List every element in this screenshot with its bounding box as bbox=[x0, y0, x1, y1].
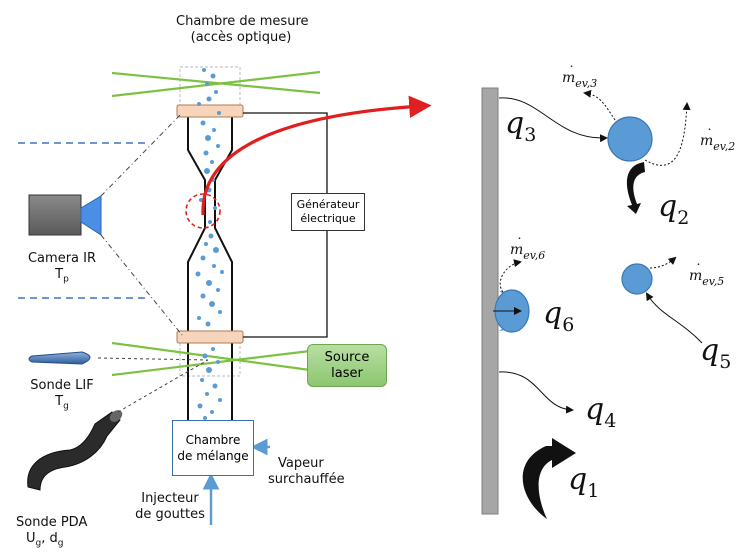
droplet-2 bbox=[607, 116, 653, 162]
droplet bbox=[203, 150, 209, 156]
pda-probe-line bbox=[117, 359, 209, 413]
droplet bbox=[208, 233, 214, 239]
droplet bbox=[218, 398, 222, 402]
droplet bbox=[205, 135, 211, 141]
droplet bbox=[216, 144, 220, 148]
q1-rotation-arrow bbox=[522, 438, 576, 519]
droplet bbox=[202, 68, 206, 72]
heat-flux-arrow bbox=[201, 95, 432, 216]
mixing-chamber-box: Chambre de mélange bbox=[172, 420, 254, 476]
droplet bbox=[205, 321, 211, 327]
droplet bbox=[214, 90, 218, 94]
q4-arrow bbox=[498, 371, 574, 414]
q1-label: q1 bbox=[568, 462, 600, 502]
m-ev5-label: m˙ev,5 bbox=[689, 262, 725, 288]
droplet bbox=[200, 255, 206, 261]
m6-arrow bbox=[499, 259, 522, 293]
droplet bbox=[197, 403, 203, 409]
generator-label-1: Générateur bbox=[296, 198, 360, 211]
measurement-chamber-label: Chambre de mesure (accès optique) bbox=[176, 14, 309, 45]
droplet bbox=[208, 220, 212, 224]
droplet bbox=[210, 160, 214, 164]
electrical-wire bbox=[243, 112, 328, 338]
droplet bbox=[197, 102, 201, 106]
droplet bbox=[197, 316, 201, 320]
steam-label: Vapeur surchauffée bbox=[268, 456, 345, 487]
droplet bbox=[195, 271, 201, 277]
m-ev3-label: m˙ev,3 bbox=[562, 64, 598, 90]
droplet bbox=[210, 410, 214, 414]
droplet bbox=[206, 367, 212, 373]
camera-ir-label: Camera IR Tp bbox=[27, 251, 96, 285]
droplet bbox=[216, 288, 220, 292]
lif-probe-line bbox=[97, 357, 209, 361]
laser-label-2: laser bbox=[331, 365, 363, 381]
droplet bbox=[212, 264, 216, 268]
heated-tube bbox=[187, 115, 233, 333]
droplet bbox=[206, 280, 212, 286]
droplet bbox=[212, 383, 218, 389]
injector-label: Injecteur de gouttes bbox=[135, 491, 205, 522]
droplet bbox=[212, 128, 216, 132]
droplet-5 bbox=[621, 263, 653, 295]
lif-probe-label: Sonde LIF Tg bbox=[30, 378, 94, 412]
droplet bbox=[210, 73, 216, 79]
droplet bbox=[205, 82, 209, 86]
mixing-label-1: Chambre bbox=[185, 433, 241, 447]
droplets-in-tube bbox=[195, 68, 224, 420]
droplet bbox=[200, 293, 206, 299]
droplet bbox=[204, 242, 208, 246]
droplet bbox=[203, 416, 207, 420]
q5-label: q5 bbox=[700, 333, 732, 373]
droplet bbox=[217, 111, 221, 115]
lower-flange bbox=[176, 330, 244, 344]
q5-arrow bbox=[645, 292, 703, 344]
droplet bbox=[200, 120, 206, 126]
m-ev2-label: m˙ev,2 bbox=[700, 127, 736, 153]
lower-tube bbox=[187, 342, 233, 420]
zoom-region-circle bbox=[185, 193, 221, 229]
droplet bbox=[216, 360, 220, 364]
laser-beams-bottom bbox=[111, 341, 311, 377]
lif-probe-icon bbox=[28, 351, 91, 365]
pda-probe-icon bbox=[27, 410, 123, 491]
heated-wall bbox=[481, 87, 499, 515]
pda-probe-label: Sonde PDA Ug, dg bbox=[16, 515, 88, 549]
droplet bbox=[202, 353, 208, 359]
q2-rotation-arrow bbox=[626, 162, 645, 214]
upper-flange bbox=[176, 104, 244, 118]
camera-view-line-top bbox=[100, 112, 183, 197]
droplet bbox=[206, 96, 212, 102]
camera-view-line-bottom bbox=[100, 234, 183, 336]
droplet bbox=[199, 198, 203, 202]
droplet bbox=[220, 270, 224, 274]
laser-beams-top bbox=[111, 70, 321, 98]
droplet bbox=[218, 310, 222, 314]
droplet bbox=[213, 206, 217, 210]
droplet bbox=[204, 168, 210, 174]
m3-arrow bbox=[583, 89, 616, 121]
generator-label-2: électrique bbox=[300, 212, 356, 225]
droplet bbox=[209, 301, 215, 307]
droplet bbox=[213, 247, 219, 253]
m-ev6-label: m˙ev,6 bbox=[510, 236, 546, 262]
ir-camera-icon bbox=[28, 194, 102, 236]
m5-arrow bbox=[649, 256, 677, 269]
q4-label: q4 bbox=[585, 392, 617, 432]
q3-arrow bbox=[498, 97, 608, 143]
mixing-label-2: de mélange bbox=[177, 449, 249, 463]
droplet bbox=[205, 392, 209, 396]
q3-label: q3 bbox=[505, 106, 537, 146]
laser-label-1: Source bbox=[324, 349, 370, 365]
q2-label: q2 bbox=[658, 189, 690, 229]
droplet bbox=[211, 347, 215, 351]
droplet bbox=[200, 378, 204, 382]
q6-label: q6 bbox=[543, 296, 575, 336]
